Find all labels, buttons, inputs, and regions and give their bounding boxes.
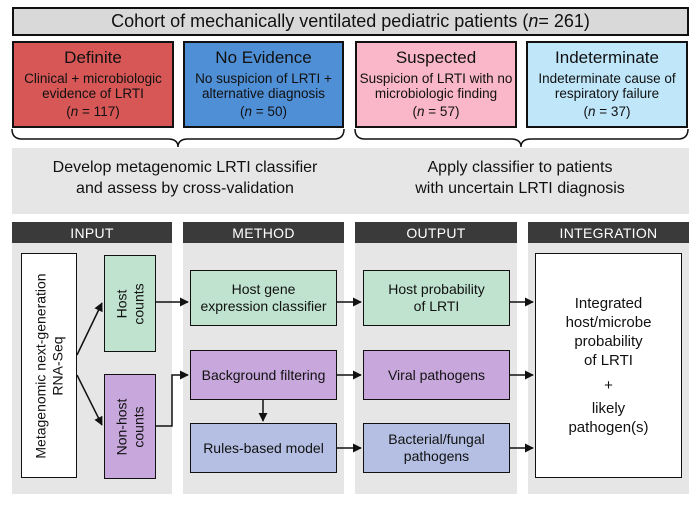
cohort-prefix: Cohort of mechanically ventilated pediat… bbox=[111, 11, 529, 31]
group-count: (n = 37) bbox=[583, 104, 631, 119]
apply-classifier-text: Apply classifier to patients with uncert… bbox=[415, 159, 625, 197]
integration-header: INTEGRATION bbox=[528, 222, 689, 243]
input-header: INPUT bbox=[12, 222, 172, 243]
cohort-n-label: n bbox=[528, 11, 539, 31]
group-title: No Evidence bbox=[215, 48, 312, 67]
rules-based-model-box: Rules-based model bbox=[190, 423, 337, 473]
approach-band bbox=[12, 148, 689, 214]
group-title: Suspected bbox=[395, 48, 477, 67]
background-filtering-box: Background filtering bbox=[190, 350, 337, 400]
develop-classifier-text: Develop metagenomic LRTI classifier and … bbox=[52, 159, 318, 197]
group-title: Definite bbox=[64, 48, 122, 67]
group-description: No suspicion of LRTI + alternative diagn… bbox=[195, 71, 332, 101]
non-host-counts-box: Non-host counts bbox=[104, 374, 156, 479]
left-brace bbox=[11, 128, 345, 148]
cohort-header: Cohort of mechanically ventilated pediat… bbox=[12, 7, 689, 36]
group-count: (n = 57) bbox=[412, 104, 460, 119]
group-description: Indeterminate cause of respiratory failu… bbox=[538, 71, 676, 101]
viral-pathogens-box: Viral pathogens bbox=[363, 350, 510, 400]
group-title: Indeterminate bbox=[555, 48, 659, 67]
integration-box: Integrated host/microbe probability of L… bbox=[535, 253, 682, 478]
method-header: METHOD bbox=[183, 222, 344, 243]
arrow-seq-host bbox=[76, 302, 103, 356]
group-count: (n = 117) bbox=[66, 104, 120, 119]
output-header: OUTPUT bbox=[355, 222, 517, 243]
group-count: (n = 50) bbox=[240, 104, 287, 119]
group-description: Suspicion of LRTI with no microbiologic … bbox=[359, 71, 513, 101]
group-indeterminate: Indeterminate Indeterminate cause of res… bbox=[526, 41, 688, 128]
arrow-nonhost-filter bbox=[156, 370, 189, 427]
right-brace bbox=[354, 128, 689, 148]
host-counts-box: Host counts bbox=[104, 255, 156, 352]
group-description: Clinical + microbiologic evidence of LRT… bbox=[24, 71, 162, 101]
group-no-evidence: No Evidence No suspicion of LRTI + alter… bbox=[183, 41, 344, 128]
group-suspected: Suspected Suspicion of LRTI with no micr… bbox=[355, 41, 517, 128]
group-definite: Definite Clinical + microbiologic eviden… bbox=[12, 41, 174, 128]
cohort-suffix: = 261) bbox=[538, 11, 590, 31]
rna-seq-box: Metagenomic next-generation RNA-Seq bbox=[21, 253, 77, 478]
arrow-seq-nonhost bbox=[76, 374, 103, 426]
